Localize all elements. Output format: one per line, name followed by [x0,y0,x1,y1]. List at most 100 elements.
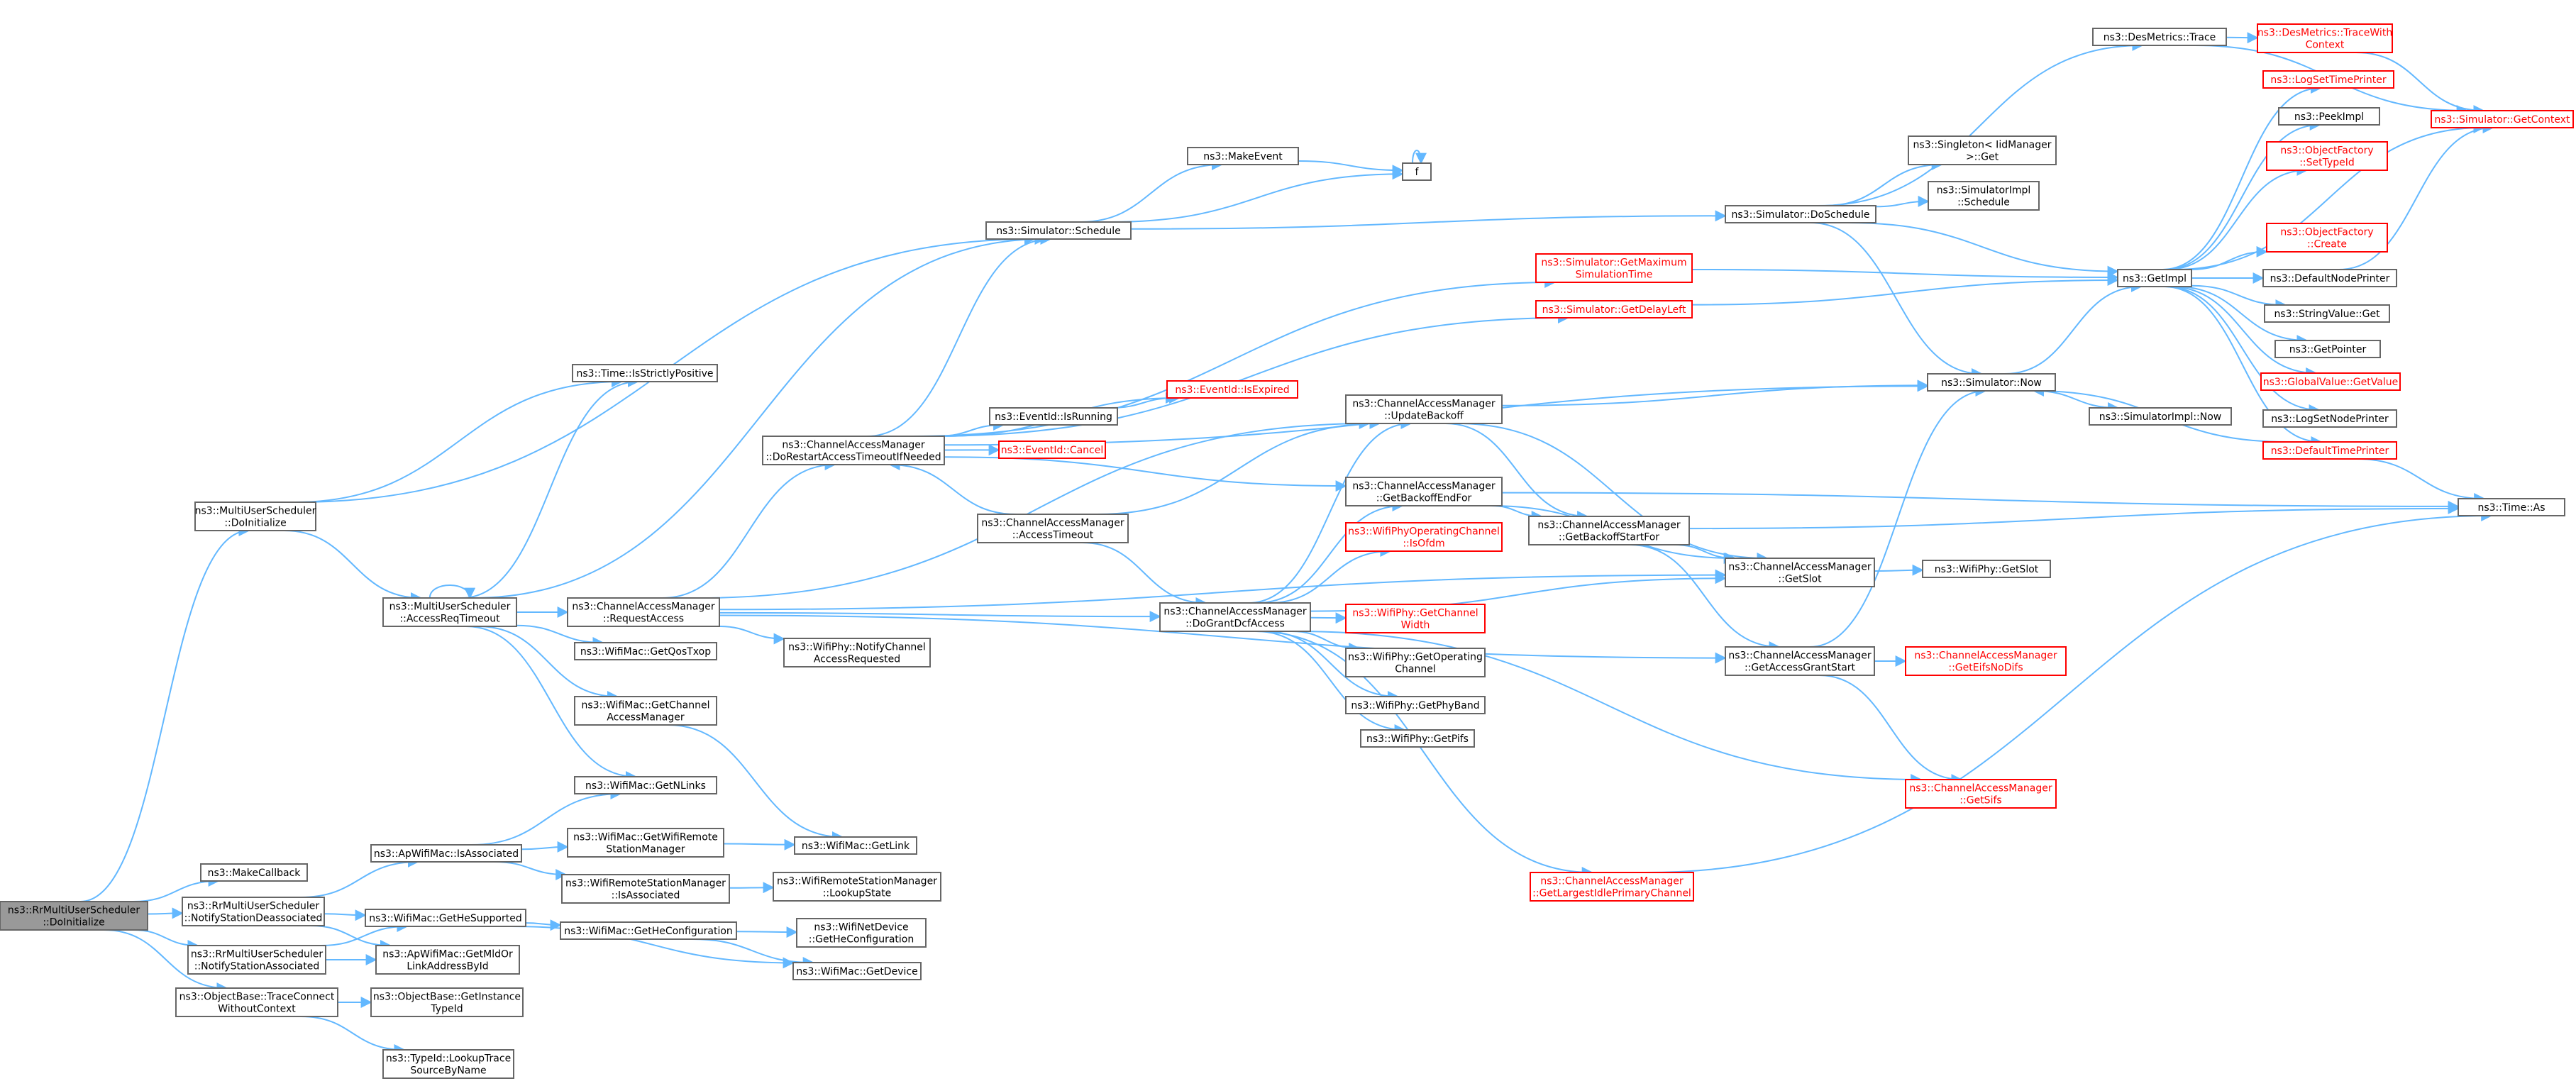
node-simimpl-now[interactable]: ns3::SimulatorImpl::Now [2089,407,2232,426]
node-box [1905,779,2057,809]
node-gethesupported[interactable]: ns3::WifiMac::GetHeSupported [365,909,526,927]
node-label: ::UpdateBackoff [1384,411,1464,422]
node-destrace[interactable]: ns3::DesMetrics::Trace [2092,28,2227,46]
call-edge [2163,286,2323,448]
call-edge [1874,564,1924,576]
node-box [1535,300,1693,318]
node-box [1922,560,2051,578]
node-box [1159,602,1311,632]
node-getpointer[interactable]: ns3::GetPointer [2274,340,2381,358]
node-deftimeprinter[interactable]: ns3::DefaultTimePrinter [2262,441,2397,460]
node-sim-getdelay[interactable]: ns3::Simulator::GetDelayLeft [1535,300,1693,318]
node-cam-getlargest[interactable]: ns3::ChannelAccessManager::GetLargestIdl… [1530,872,1694,902]
node-cam-dorestart[interactable]: ns3::ChannelAccessManager::DoRestartAcce… [762,436,945,465]
node-label: ::NotifyStationDeassociated [184,913,323,924]
node-getpifs[interactable]: ns3::WifiPhy::GetPifs [1360,729,1475,748]
node-label: ns3::WifiRemoteStationManager [777,876,937,887]
call-edge [300,856,419,898]
node-makecb[interactable]: ns3::MakeCallback [200,863,308,882]
node-logsettime[interactable]: ns3::LogSetTimePrinter [2262,70,2394,89]
node-box [1345,477,1503,506]
node-label: ns3::RrMultiUserScheduler [8,905,140,916]
node-notifydeassoc[interactable]: ns3::RrMultiUserScheduler::NotifyStation… [182,897,325,926]
node-root[interactable]: ns3::RrMultiUserScheduler::DoInitialize [0,901,148,931]
node-mus-doinit[interactable]: ns3::MultiUserScheduler::DoInitialize [194,502,316,531]
call-edge [1295,631,1923,785]
node-traceconnect[interactable]: ns3::ObjectBase::TraceConnectWithoutCont… [175,987,338,1017]
node-cam-geteifs[interactable]: ns3::ChannelAccessManager::GetEifsNoDifs [1905,646,2067,676]
node-box [762,436,945,465]
call-edge [321,921,409,946]
node-cam-reqaccess[interactable]: ns3::ChannelAccessManager::RequestAccess [567,597,720,627]
node-wnd-heconfig[interactable]: ns3::WifiNetDevice::GetHeConfiguration [796,918,927,948]
node-lookupstate[interactable]: ns3::WifiRemoteStationManager::LookupSta… [773,872,941,902]
node-getqostxop[interactable]: ns3::WifiMac::GetQosTxop [574,642,717,660]
node-cam-getbackend[interactable]: ns3::ChannelAccessManager::GetBackoffEnd… [1345,477,1503,506]
node-singleton[interactable]: ns3::Singleton< IidManager >::Get [1908,135,2057,165]
call-edge [1501,492,2460,512]
node-ap-isassoc[interactable]: ns3::ApWifiMac::IsAssociated [370,844,522,863]
node-ofsettypeid[interactable]: ns3::ObjectFactory::SetTypeId [2266,141,2388,171]
node-getheconfig[interactable]: ns3::WifiMac::GetHeConfiguration [560,921,737,940]
node-sim-doschedule[interactable]: ns3::Simulator::DoSchedule [1725,205,1876,223]
node-sim-now[interactable]: ns3::Simulator::Now [1927,373,2056,392]
node-ofcreate[interactable]: ns3::ObjectFactory::Create [2266,223,2388,253]
node-box [382,597,517,627]
node-simimpl-sched[interactable]: ns3::SimulatorImpl::Schedule [1928,181,2040,211]
node-box [375,945,520,975]
node-cam-updback[interactable]: ns3::ChannelAccessManager::UpdateBackoff [1345,394,1503,424]
node-box [567,828,724,858]
node-box [1345,522,1503,552]
node-cam-getsifs[interactable]: ns3::ChannelAccessManager::GetSifs [1905,779,2057,809]
node-cam-getbackstart[interactable]: ns3::ChannelAccessManager::GetBackoffSta… [1528,516,1690,545]
node-label: ::GetHeConfiguration [809,934,914,946]
call-edge [912,277,1557,437]
node-wrsm-isassoc[interactable]: ns3::WifiRemoteStationManager::IsAssocia… [561,874,730,904]
node-f[interactable]: f [1402,162,1432,181]
node-defnodeprinter[interactable]: ns3::DefaultNodePrinter [2262,269,2397,287]
node-label: ns3::Simulator::DoSchedule [1732,209,1870,221]
node-evisexpired[interactable]: ns3::EventId::IsExpired [1166,380,1298,399]
node-isofdm[interactable]: ns3::WifiPhyOperatingChannel::IsOfdm [1345,522,1503,552]
node-getremotesm[interactable]: ns3::WifiMac::GetWifiRemoteStationManage… [567,828,724,858]
node-evcancel[interactable]: ns3::EventId::Cancel [998,441,1106,459]
node-evisrunning[interactable]: ns3::EventId::IsRunning [989,407,1118,426]
node-wifiphygetslot[interactable]: ns3::WifiPhy::GetSlot [1922,560,2051,578]
node-strvalget[interactable]: ns3::StringValue::Get [2264,304,2390,323]
node-logsetnode[interactable]: ns3::LogSetNodePrinter [2262,409,2397,428]
node-timeas[interactable]: ns3::Time::As [2458,498,2565,516]
node-box [792,962,922,980]
node-simgetcontext[interactable]: ns3::Simulator::GetContext [2431,110,2574,128]
node-getimpl[interactable]: ns3::GetImpl [2117,269,2192,287]
node-globalgetvalue[interactable]: ns3::GlobalValue::GetValue [2260,372,2401,391]
call-edge [1082,542,1207,609]
node-notifyassoc[interactable]: ns3::RrMultiUserScheduler::NotifyStation… [187,945,326,975]
node-getnlinks[interactable]: ns3::WifiMac::GetNLinks [574,776,717,794]
node-getphyband[interactable]: ns3::WifiPhy::GetPhyBand [1345,696,1486,714]
node-makeevent[interactable]: ns3::MakeEvent [1187,147,1299,165]
node-getlink[interactable]: ns3::WifiMac::GetLink [794,836,917,855]
node-cam-getslot[interactable]: ns3::ChannelAccessManager::GetSlot [1725,558,1875,587]
node-cam-acctimeout[interactable]: ns3::ChannelAccessManager::AccessTimeout [977,514,1129,543]
node-box [0,901,148,931]
node-mus-accessreq[interactable]: ns3::MultiUserScheduler::AccessReqTimeou… [382,597,517,627]
node-label: ns3::SimulatorImpl [1937,185,2031,196]
node-peekimpl[interactable]: ns3::PeekImpl [2278,107,2380,126]
node-time-strict[interactable]: ns3::Time::IsStrictlyPositive [572,364,718,382]
node-cam-getaccgrant[interactable]: ns3::ChannelAccessManager::GetAccessGran… [1725,646,1875,676]
node-box [2264,304,2390,323]
call-edge [929,312,1569,437]
node-getdevice[interactable]: ns3::WifiMac::GetDevice [792,962,922,980]
node-notifychanreq[interactable]: ns3::WifiPhy::NotifyChannelAccessRequest… [783,638,931,667]
node-sim-schedule[interactable]: ns3::Simulator::Schedule [985,221,1132,240]
node-cam-dogrant[interactable]: ns3::ChannelAccessManager::DoGrantDcfAcc… [1159,602,1311,632]
node-label: ns3::ChannelAccessManager [1540,876,1684,887]
